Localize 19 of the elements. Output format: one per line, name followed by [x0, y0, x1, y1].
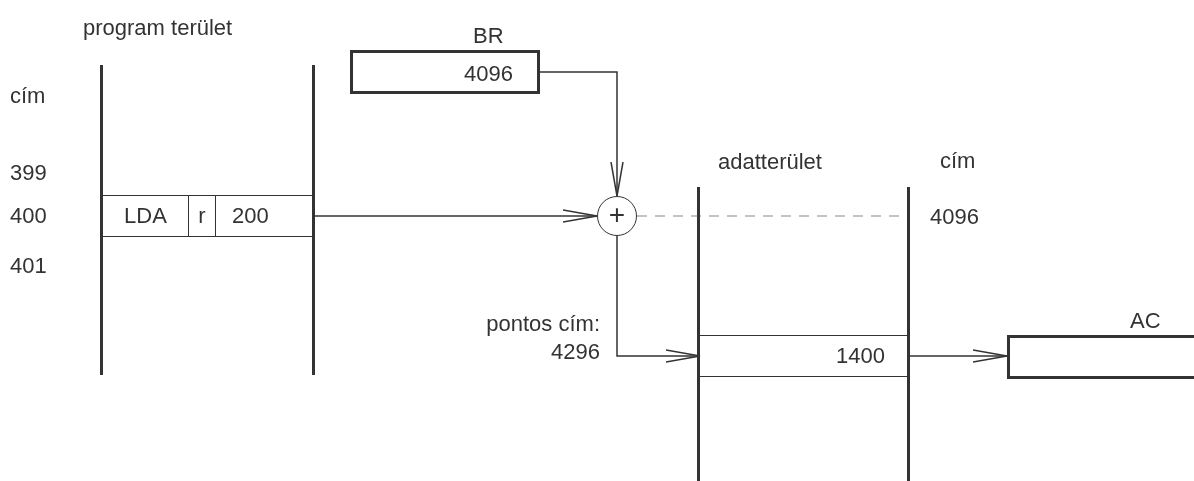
address-label: 400 — [10, 203, 47, 229]
edge-label: pontos cím: 4296 — [485, 310, 600, 366]
address-label: cím — [10, 83, 46, 109]
register-name: BR — [473, 23, 504, 49]
area-heading: adatterület — [718, 149, 822, 175]
instruction-field: 200 — [215, 196, 312, 236]
address-label: cím — [940, 148, 976, 174]
address-label: 399 — [10, 160, 47, 186]
area-heading: program terület — [83, 15, 233, 41]
instruction-field: LDA — [103, 196, 188, 236]
register-name: AC — [1130, 308, 1161, 334]
address-label: 401 — [10, 253, 47, 279]
instruction-row — [103, 195, 312, 237]
register-value: 4096 — [464, 61, 513, 87]
adder-circle: + — [597, 196, 637, 236]
memory-cell: 1400 — [700, 335, 907, 377]
instruction-field: r — [188, 196, 215, 236]
address-label: 4096 — [930, 204, 979, 230]
arrow — [539, 71, 624, 197]
